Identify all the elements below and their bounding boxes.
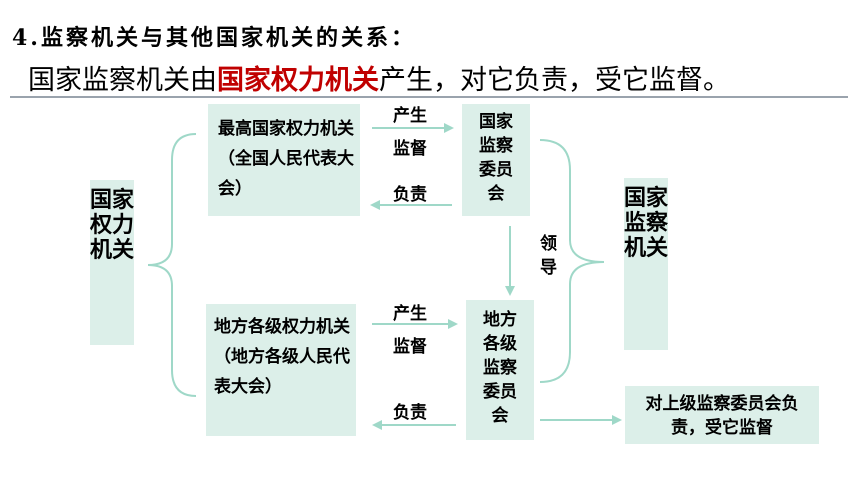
subline-highlight: 国家权力机关 bbox=[217, 65, 379, 96]
right-group-box: 国家监察机关 bbox=[624, 178, 668, 350]
bottom-arrow-label-produce: 产生 bbox=[393, 304, 427, 324]
bottom-power-box: 地方各级权力机关（地方各级人民代表大会） bbox=[206, 304, 356, 436]
note-label: 对上级监察委员会负责，受它监督 bbox=[645, 394, 799, 438]
top-arrow-label-supervise: 监督 bbox=[393, 139, 427, 159]
right-group-label: 国家监察机关 bbox=[624, 186, 669, 261]
bottom-supervision-box: 地方各级监察委员会 bbox=[466, 300, 534, 440]
top-arrow-label-produce: 产生 bbox=[393, 106, 427, 126]
heading: 4.监察机关与其他国家机关的关系： bbox=[12, 25, 416, 51]
top-power-box: 最高国家权力机关（全国人民代表大会） bbox=[208, 104, 360, 216]
note-box: 对上级监察委员会负责，受它监督 bbox=[625, 386, 819, 444]
right-brace bbox=[539, 139, 605, 383]
top-supervision-label: 国家监察委员会 bbox=[479, 112, 513, 204]
left-brace bbox=[147, 133, 197, 397]
subline-after: 产生，对它负责，受它监督。 bbox=[379, 65, 730, 96]
top-supervision-box: 国家监察委员会 bbox=[462, 104, 530, 216]
divider bbox=[10, 96, 848, 98]
top-arrow-label-responsible: 负责 bbox=[393, 185, 427, 205]
subline-before: 国家监察机关由 bbox=[28, 65, 217, 96]
bottom-supervision-label: 地方各级监察委员会 bbox=[483, 310, 517, 426]
left-group-box: 国家权力机关 bbox=[90, 180, 134, 345]
subline: 国家监察机关由国家权力机关产生，对它负责，受它监督。 bbox=[28, 58, 730, 97]
top-power-label: 最高国家权力机关（全国人民代表大会） bbox=[218, 119, 354, 199]
bottom-arrow-label-responsible: 负责 bbox=[393, 403, 427, 423]
bottom-power-label: 地方各级权力机关（地方各级人民代表大会） bbox=[214, 317, 350, 397]
lead-label: 领导 bbox=[540, 232, 560, 280]
lead-label-text: 领导 bbox=[540, 234, 557, 278]
left-group-label: 国家权力机关 bbox=[90, 188, 135, 263]
bottom-arrow-label-supervise: 监督 bbox=[393, 337, 427, 357]
